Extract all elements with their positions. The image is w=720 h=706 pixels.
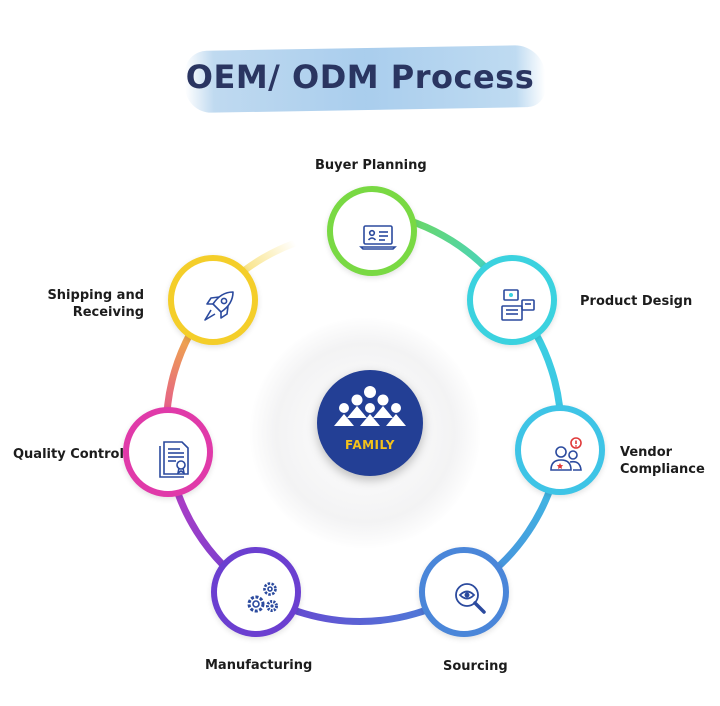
- search-eye-icon: [455, 583, 486, 614]
- family-people-icon: [334, 386, 406, 426]
- step-label-quality-control: Quality Control: [13, 447, 124, 462]
- step-label-manufacturing: Manufacturing: [205, 658, 313, 673]
- step-label-shipping-receiving: Shipping and Receiving: [40, 287, 144, 321]
- title-area: OEM/ ODM Process: [0, 40, 720, 120]
- shipping-label-line2: Receiving: [72, 305, 144, 320]
- shipping-label-line1: Shipping and: [47, 288, 144, 303]
- vendor-label-line2: Compliance: [620, 462, 705, 477]
- gears-icon: [247, 582, 278, 613]
- certificate-document-icon: [159, 441, 189, 478]
- design-cards-icon: [501, 289, 535, 321]
- rocket-icon: [204, 291, 234, 321]
- step-node-buyer-planning: [327, 186, 417, 276]
- step-label-vendor-compliance: Vendor Compliance: [620, 444, 705, 478]
- step-node-shipping-receiving: [168, 255, 258, 345]
- step-label-buyer-planning: Buyer Planning: [315, 158, 427, 173]
- step-node-quality-control: [123, 407, 213, 497]
- step-label-product-design: Product Design: [580, 294, 693, 309]
- page-title: OEM/ ODM Process: [185, 58, 535, 96]
- step-node-vendor-compliance: [515, 405, 605, 495]
- logo-text: FAMILY: [345, 438, 395, 452]
- family-logo: FAMILY: [317, 370, 423, 476]
- vendor-alert-icon: [550, 437, 582, 471]
- step-node-manufacturing: [211, 547, 301, 637]
- step-node-sourcing: [419, 547, 509, 637]
- step-node-product-design: [467, 255, 557, 345]
- vendor-label-line1: Vendor: [620, 445, 673, 460]
- step-label-sourcing: Sourcing: [443, 659, 508, 674]
- laptop-id-icon: [359, 225, 397, 250]
